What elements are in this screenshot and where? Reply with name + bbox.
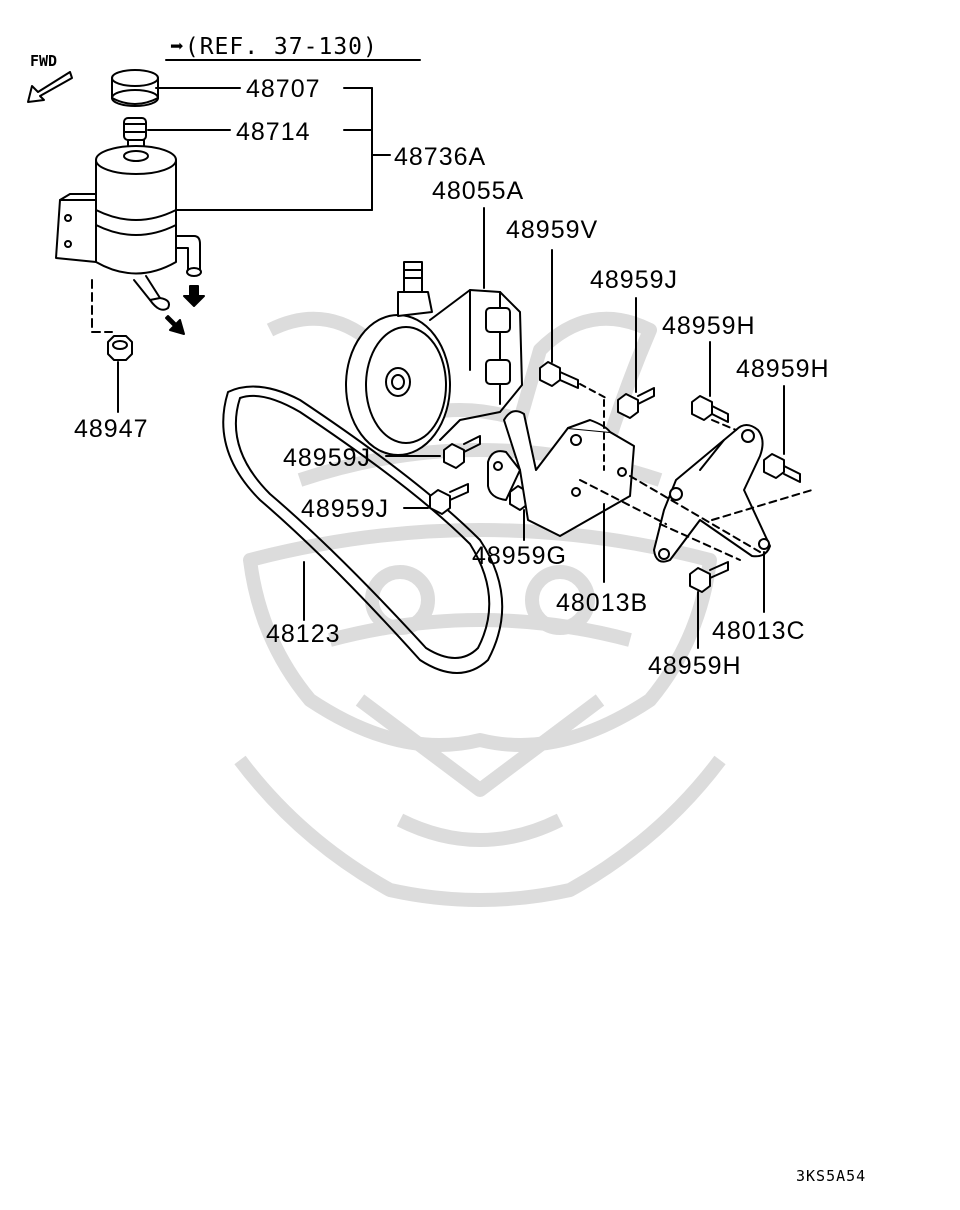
part-48123[interactable]: 48123 (266, 620, 341, 648)
part-48736A[interactable]: 48736A (394, 143, 487, 171)
bolt-48959H-2 (763, 385, 801, 483)
drive-belt (222, 385, 504, 674)
part-48959J-mid[interactable]: 48959J (283, 444, 372, 472)
part-48013B[interactable]: 48013B (556, 589, 649, 617)
part-48055A[interactable]: 48055A (432, 177, 525, 205)
bolt-48959J-mid (385, 435, 481, 469)
bracket-48013C (653, 424, 771, 563)
diagram-code: 3KS5A54 (796, 1167, 867, 1185)
part-48959V[interactable]: 48959V (506, 216, 599, 244)
bolt-48959J-top (617, 297, 655, 419)
reservoir-cap (111, 69, 159, 107)
part-48707[interactable]: 48707 (246, 75, 321, 103)
bolt-48959V (539, 249, 607, 399)
part-48959H-3[interactable]: 48959H (648, 652, 742, 680)
bolt-48959H-1 (691, 341, 729, 423)
watermark-logo (234, 311, 726, 907)
fwd-label: FWD (30, 52, 58, 70)
part-48959H-2[interactable]: 48959H (736, 355, 830, 383)
fwd-arrow-icon (27, 71, 73, 103)
part-48714[interactable]: 48714 (236, 118, 311, 146)
part-48959H-1[interactable]: 48959H (662, 312, 756, 340)
ref-note[interactable]: ➡(REF. 37-130) (170, 34, 378, 60)
part-48947[interactable]: 48947 (74, 415, 149, 443)
part-48959G[interactable]: 48959G (472, 542, 567, 570)
nut-48947 (91, 279, 133, 361)
part-48959J-top[interactable]: 48959J (590, 266, 679, 294)
part-48013C[interactable]: 48013C (712, 617, 806, 645)
bolt-48959J-low (403, 483, 469, 515)
bracket-48013B (487, 410, 635, 537)
power-steering-pump (345, 261, 523, 456)
reservoir-tank (55, 145, 205, 335)
part-48959J-low[interactable]: 48959J (301, 495, 390, 523)
alignment-lines (579, 419, 813, 561)
bolt-48959H-3 (689, 561, 729, 649)
